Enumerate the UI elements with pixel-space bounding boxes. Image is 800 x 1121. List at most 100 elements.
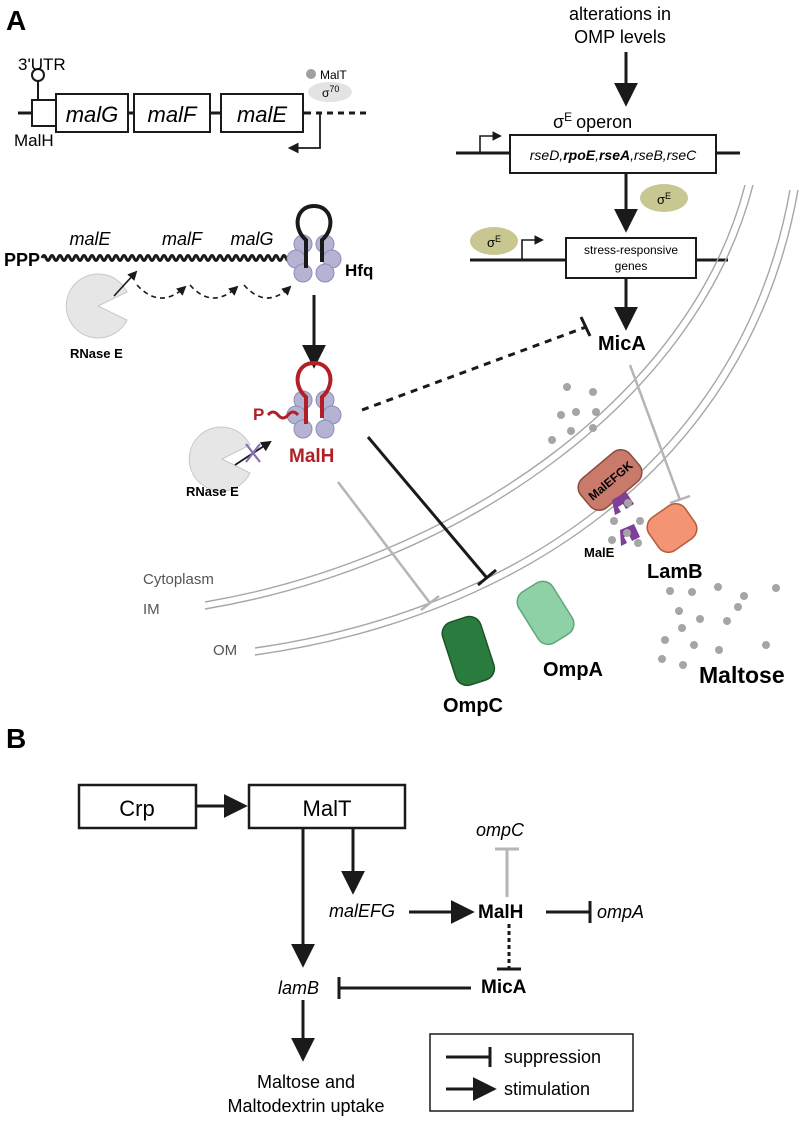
malh-srna: P MalH RNase E [186, 360, 342, 499]
ompa-protein [516, 580, 575, 646]
mal-promoter-arrow [287, 113, 321, 154]
operon-box [509, 134, 717, 174]
maltose-dot [563, 383, 571, 391]
male-label-a: MalE [584, 545, 615, 560]
sigma-e-blob-1 [640, 184, 688, 212]
mrna-wave [40, 254, 300, 262]
ompc-b-label: ompC [476, 820, 525, 840]
maltose-dot [679, 661, 687, 669]
maltose-dot [557, 411, 565, 419]
maltose-dot [690, 641, 698, 649]
legend-stimulation-label: stimulation [504, 1079, 590, 1099]
malh-ompc-line [337, 481, 431, 604]
malh-mica-bar [579, 316, 592, 337]
malh-box [31, 99, 57, 127]
male-label: malE [237, 102, 287, 127]
hfq-protein [286, 234, 342, 283]
maltose-dot [623, 529, 631, 537]
maltose-dot [675, 607, 683, 615]
block-x-2 [245, 443, 261, 463]
malh-mica-dotted-line [361, 325, 587, 412]
malt-box [247, 783, 407, 830]
maltose-dot [610, 517, 618, 525]
ompc-label: OmpC [443, 695, 503, 717]
maltose-dot [734, 603, 742, 611]
maltose-dot [762, 641, 770, 649]
malt-dot [306, 69, 316, 79]
stress-line2: genes [615, 259, 648, 273]
rnase-e-2-icon [188, 426, 251, 492]
mrna-malf-label: malF [162, 229, 203, 249]
alterations-line2: OMP levels [574, 27, 666, 47]
malh-stemloop [295, 360, 333, 424]
mrna-male-label: malE [69, 229, 111, 249]
ompa-label: OmpA [543, 659, 603, 681]
rnase-e-2-label: RNase E [186, 484, 239, 499]
im-label: IM [143, 601, 160, 618]
hfq-label: Hfq [345, 261, 373, 280]
malh-ompa-line [366, 436, 489, 579]
sigma70-ellipse [308, 82, 352, 102]
maltose-label: Maltose [699, 662, 785, 688]
malh-hfq [286, 390, 342, 439]
mica-lamb-bar [669, 494, 691, 505]
maltose-dot [723, 617, 731, 625]
maltose-dot [715, 646, 723, 654]
ppp-label: PPP [4, 250, 40, 270]
mica-label: MicA [598, 333, 646, 355]
maltose-dot [688, 588, 696, 596]
legend-suppression-label: suppression [504, 1047, 601, 1067]
p-label: P [253, 405, 264, 424]
maltose-dot [666, 587, 674, 595]
malh-ompa-bar [477, 568, 497, 587]
alterations-line1: alterations in [569, 4, 671, 24]
mica-lamb-line [628, 364, 682, 501]
maltose-dot [661, 636, 669, 644]
malh-ompc-bar [420, 595, 440, 611]
operon-promoter [479, 131, 502, 153]
scan-arrow-1 [136, 284, 187, 299]
ompc-protein [441, 615, 496, 687]
maltose-dot [678, 624, 686, 632]
maltose-dot [714, 583, 722, 591]
malg-label: malG [66, 102, 119, 127]
malefgk-protein: MalEFGK [577, 449, 643, 511]
mrna-stemloop [295, 203, 333, 268]
maltose-dot [567, 427, 575, 435]
scan-arrow-3 [243, 284, 292, 299]
mica-b-label: MicA [481, 977, 527, 998]
maltose-dot [772, 584, 780, 592]
malh-b-label: MalH [478, 902, 523, 923]
malefg-label: malEFG [329, 901, 395, 921]
lamb-b-label: lamB [278, 978, 319, 998]
maltose-dot [589, 388, 597, 396]
operon-genes: rseD,rpoE,rseA,rseB,rseC [530, 147, 697, 163]
maltose-dot [589, 424, 597, 432]
uptake-line1: Maltose and [257, 1072, 355, 1092]
panel-a-letter: A [6, 5, 26, 36]
ompa-b-label: ompA [597, 902, 644, 922]
lamb-protein [646, 502, 698, 554]
sigma-e-blob-1-label: σE [657, 191, 671, 207]
malg-box [55, 93, 129, 133]
maltose-dot [624, 499, 632, 507]
maltose-dot [634, 539, 642, 547]
malh-region-label: MalH [14, 131, 54, 150]
maltose-dot [740, 592, 748, 600]
male-icon-1 [612, 492, 634, 515]
maltose-dot [608, 536, 616, 544]
stress-promoter [521, 235, 544, 260]
om-label: OM [213, 642, 237, 659]
malf-label: malF [148, 102, 198, 127]
mal-mrna: PPP malE malF malG Hfq RNase E [4, 203, 373, 361]
malh-srna-label: MalH [289, 446, 334, 467]
malh-tail [266, 410, 300, 420]
malt-b-label: MalT [303, 796, 352, 821]
cytoplasm-label: Cytoplasm [143, 571, 214, 588]
stress-line1: stress-responsive [584, 243, 678, 257]
sigma-e-blob-2 [470, 227, 518, 255]
sigma-e-blob-2-label: σE [487, 234, 501, 250]
utr3-label: 3'UTR [18, 55, 66, 74]
